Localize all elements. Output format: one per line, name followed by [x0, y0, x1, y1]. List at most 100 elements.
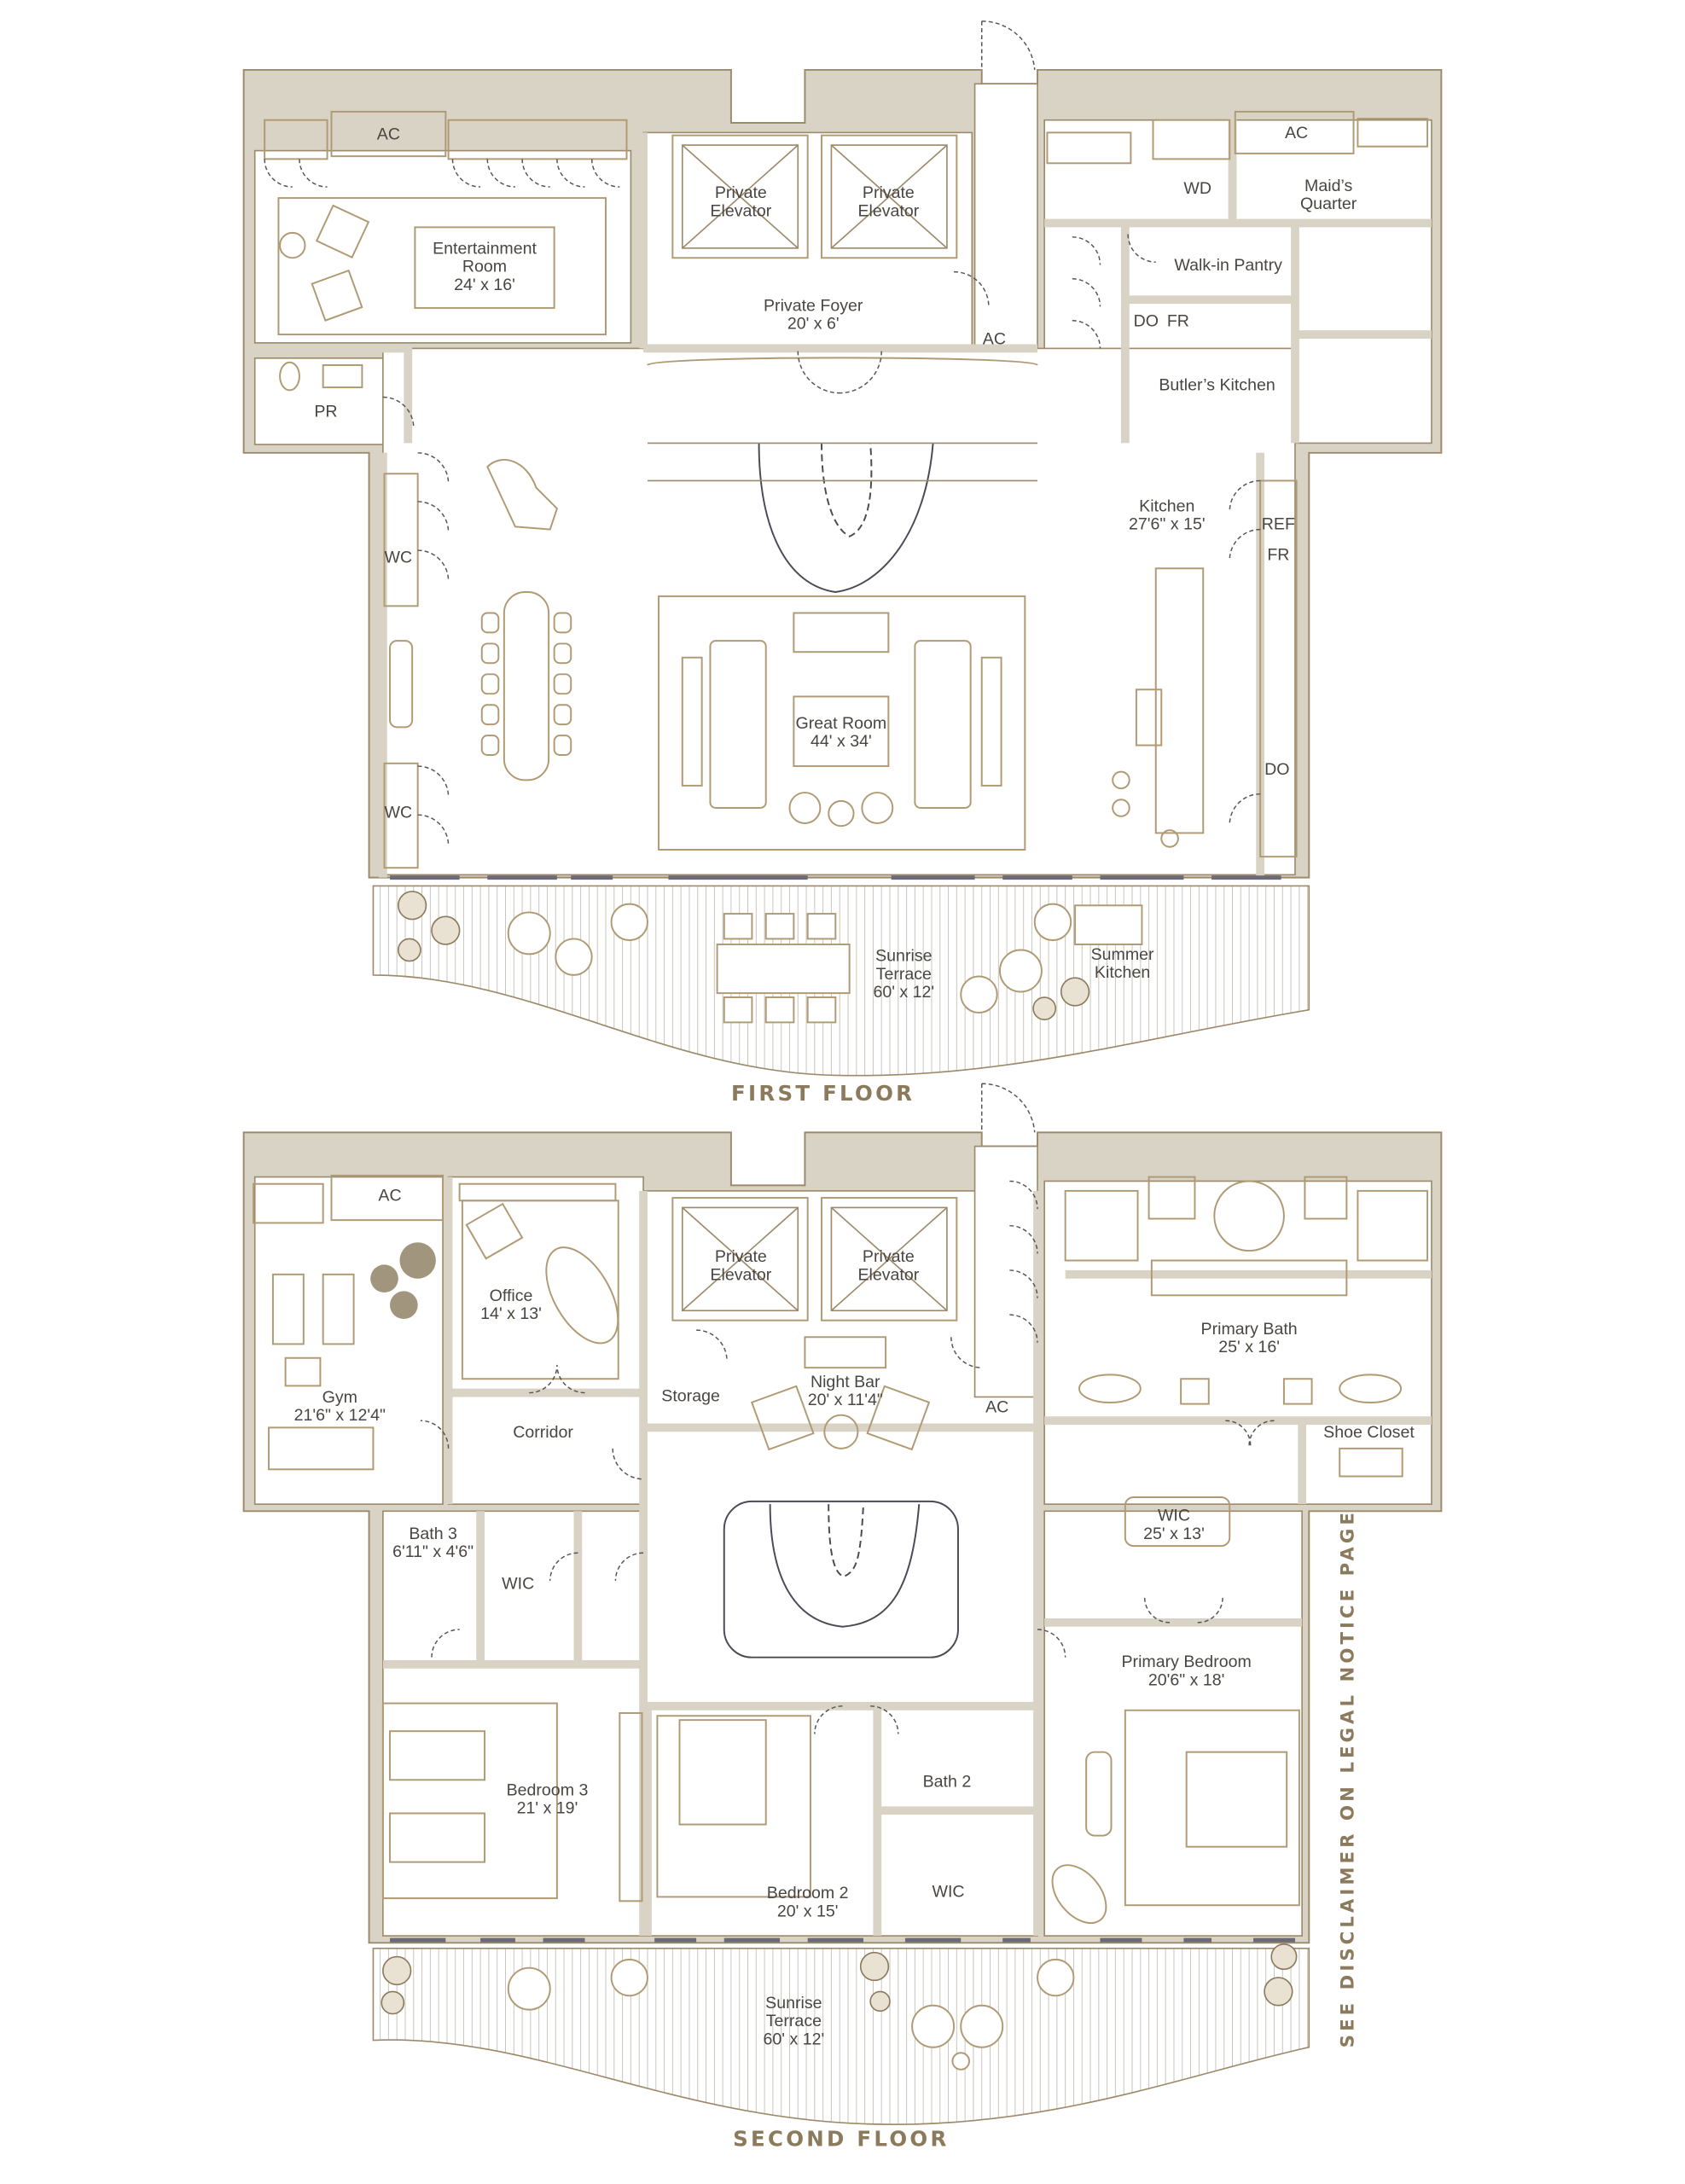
- grand-staircase[interactable]: [647, 442, 1038, 594]
- second-floor-plan: [242, 1083, 1443, 2125]
- armchair: [315, 204, 370, 258]
- label-line: Shoe Closet: [1323, 1423, 1415, 1442]
- label-line: WIC: [933, 1882, 965, 1901]
- label-line: Night Bar: [811, 1373, 880, 1391]
- second-floor-label-corridor: Corridor: [513, 1423, 573, 1442]
- label-line: Elevator: [710, 201, 771, 220]
- elevator-1[interactable]: [671, 134, 809, 259]
- elevator-2[interactable]: [821, 1197, 958, 1321]
- grand-staircase[interactable]: [723, 1500, 959, 1658]
- second-floor-label-wic-bed3: WIC: [502, 1575, 534, 1594]
- label-line: AC: [983, 329, 1006, 348]
- first-floor-label-walk-in-pantry: Walk-in Pantry: [1174, 256, 1282, 275]
- first-floor-label-wc-2: WC: [385, 803, 413, 822]
- label-line: 60' x 12': [764, 2030, 825, 2048]
- vanity-table: [1051, 1864, 1107, 1925]
- main-living-area: [382, 347, 1296, 876]
- label-line: WD: [1183, 179, 1211, 198]
- primary-bedroom-area: [1043, 1510, 1303, 1937]
- label-line: Bedroom 2: [767, 1884, 849, 1902]
- label-line: Elevator: [857, 1265, 919, 1284]
- entry-corridor: [973, 1145, 1038, 1398]
- toilet-icon: [279, 361, 300, 392]
- second-floor-label-bath-2: Bath 2: [923, 1772, 972, 1791]
- label-line: AC: [985, 1397, 1008, 1416]
- bed: [678, 1719, 767, 1826]
- label-line: 6'11" x 4'6": [392, 1542, 474, 1561]
- console: [389, 640, 414, 729]
- label-line: WIC: [1158, 1507, 1190, 1525]
- label-line: Butler’s Kitchen: [1159, 375, 1275, 394]
- entertainment-room-area: [253, 149, 632, 344]
- plant-icon: [398, 891, 1090, 1020]
- side-console: [980, 656, 1002, 787]
- piano: [486, 459, 559, 531]
- closets: [264, 110, 1429, 165]
- label-line: Maid’s: [1304, 177, 1352, 195]
- label-line: Kitchen: [1095, 963, 1150, 982]
- label-line: Elevator: [857, 201, 919, 220]
- second-floor-label-wic-bed2: WIC: [933, 1882, 965, 1901]
- wc-closets: [383, 473, 419, 869]
- label-line: 20' x 11'4": [808, 1391, 883, 1409]
- gym-equipment: [268, 1273, 375, 1471]
- bed: [1185, 1751, 1288, 1848]
- bathtub: [1213, 1180, 1285, 1252]
- label-line: Gym: [322, 1388, 357, 1407]
- label-line: 27'6" x 15': [1129, 515, 1206, 534]
- second-floor-label-shoe-closet: Shoe Closet: [1323, 1423, 1415, 1442]
- first-floor-plan: [242, 20, 1443, 1077]
- label-line: AC: [378, 1186, 401, 1205]
- label-line: Great Room: [796, 714, 887, 733]
- label-line: FR: [1267, 545, 1289, 564]
- sofa: [709, 640, 767, 810]
- label-line: Bedroom 3: [507, 1780, 589, 1799]
- second-floor-label-ac-mid: AC: [985, 1397, 1008, 1416]
- label-line: DO: [1264, 760, 1289, 779]
- label-line: 21'6" x 12'4": [294, 1406, 386, 1425]
- lounge-chair: [866, 1385, 931, 1451]
- label-line: Primary Bath: [1201, 1320, 1298, 1339]
- first-floor-label-wc-1: WC: [385, 549, 413, 567]
- label-line: 14' x 13': [480, 1304, 542, 1323]
- office-desk: [545, 1246, 619, 1345]
- first-floor-label-ac-foyer: AC: [983, 329, 1006, 348]
- armchair: [465, 1202, 524, 1260]
- pool-table: [414, 226, 555, 310]
- label-line: WC: [385, 549, 413, 567]
- elevator-2[interactable]: [821, 134, 958, 259]
- second-floor-label-ac-left: AC: [378, 1186, 401, 1205]
- label-line: 60' x 12': [873, 983, 934, 1002]
- label-line: Private: [715, 1247, 767, 1266]
- elevator-1[interactable]: [671, 1197, 809, 1321]
- label-line: Quarter: [1300, 195, 1357, 213]
- gym-area: [253, 1176, 444, 1505]
- label-line: Private Foyer: [764, 296, 863, 315]
- label-line: Private: [863, 183, 915, 202]
- label-line: WC: [385, 803, 413, 822]
- sofa: [914, 640, 972, 810]
- first-floor-label-fr-kitchen: FR: [1267, 545, 1289, 564]
- rug: [1124, 1709, 1300, 1907]
- label-line: AC: [377, 125, 400, 144]
- first-floor-label-ac-right: AC: [1285, 124, 1308, 142]
- kitchen-counter: [1259, 479, 1298, 858]
- label-line: Room: [462, 258, 507, 276]
- dining-table: [503, 591, 550, 781]
- armchair: [311, 269, 363, 322]
- media-console: [793, 612, 890, 653]
- label-line: Private: [863, 1247, 915, 1266]
- first-floor-label-butlers-kitchen: Butler’s Kitchen: [1159, 375, 1275, 394]
- label-line: 20' x 15': [777, 1902, 839, 1920]
- label-line: Terrace: [876, 965, 932, 984]
- label-line: DO: [1134, 311, 1159, 330]
